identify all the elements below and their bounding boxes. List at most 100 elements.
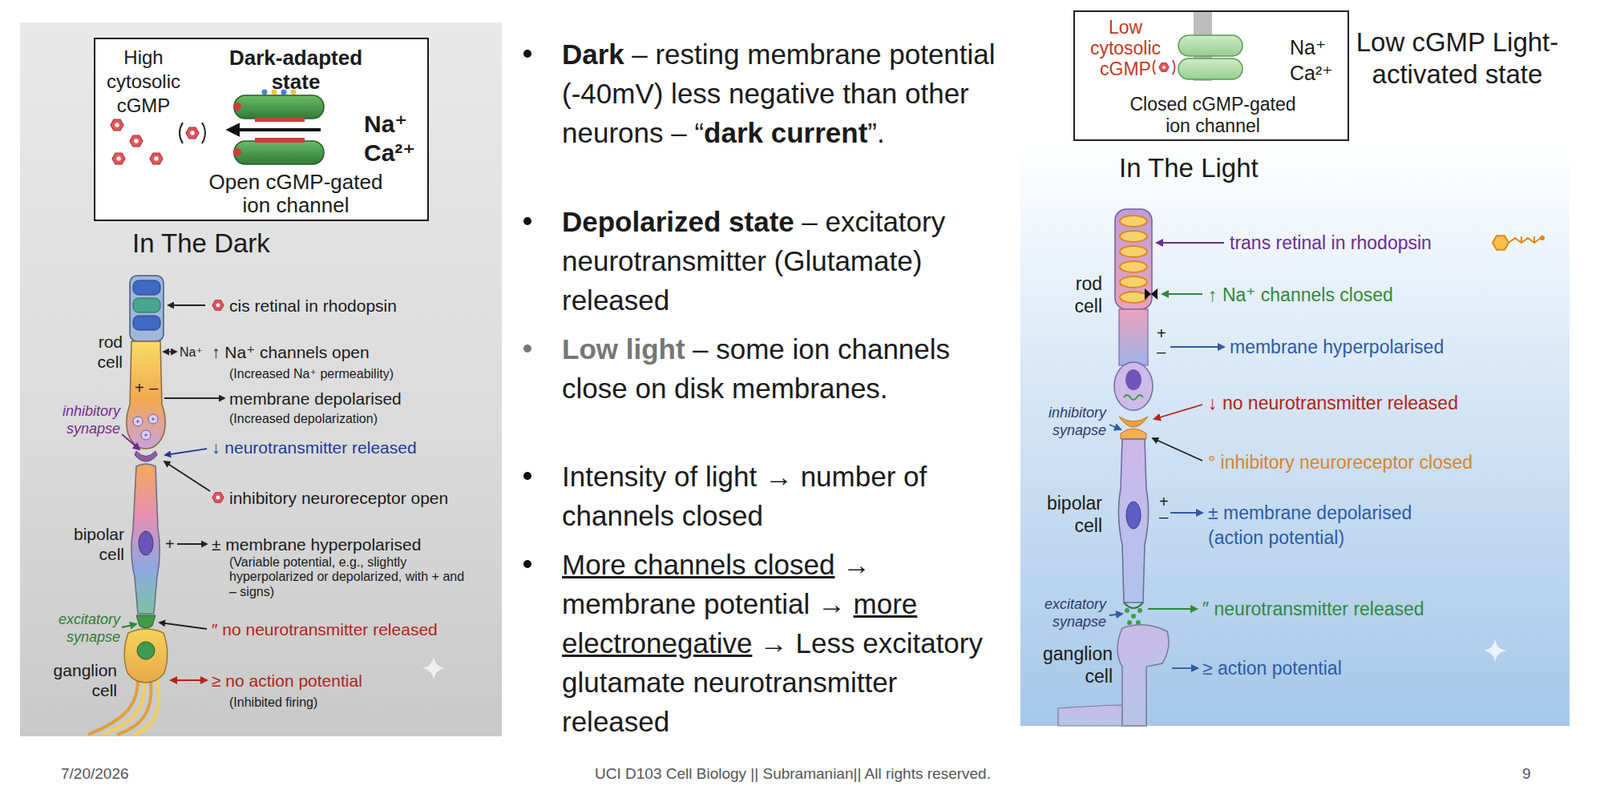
bullet-dot: [523, 472, 532, 481]
synapse-label: inhibitory synapse: [1030, 404, 1107, 440]
rod-cell: [1125, 369, 1142, 391]
cgmp-icon: [110, 119, 206, 165]
sparkle-mark: [422, 657, 445, 680]
open-ion-channel: [233, 102, 242, 111]
leader-lines: [1156, 242, 1225, 244]
cgmp-icon: [112, 153, 126, 165]
ion-label: Ca²⁺: [1289, 61, 1333, 85]
excitatory-synapse: [1124, 608, 1130, 614]
bullet-item: More channels closed→ membrane potential…: [561, 545, 1007, 742]
excitatory-synapse: [1137, 608, 1143, 614]
retinal-molecule: [1539, 235, 1545, 241]
annotation-label: ↓ neurotransmitter released: [211, 437, 417, 458]
box-ground: [93, 37, 429, 222]
rod-cell: [133, 416, 143, 427]
excitatory-synapse: [136, 615, 156, 629]
closed-ion-channel: [1178, 58, 1243, 80]
note-text: (Inhibited firing): [229, 694, 318, 711]
cgmp-icon: [149, 153, 163, 165]
ganglion-cell: [1058, 625, 1169, 727]
annotation-label: trans retinal in rhodopsin: [1229, 231, 1432, 255]
annotation-label: ″ no neurotransmitter released: [211, 619, 438, 640]
rod-cell: [133, 315, 161, 331]
cgmp-icon: [129, 135, 143, 147]
bullet-item: Depolarized state– excitatory neurotrans…: [561, 202, 1007, 320]
leader-lines: [163, 351, 177, 353]
footer-text: 9: [1522, 764, 1532, 784]
excitatory-synapse: [1131, 614, 1136, 619]
cell-label: ganglion cell: [40, 660, 118, 701]
annotation-label: ″ neurotransmitter released: [1202, 597, 1425, 621]
leader-lines: [1109, 424, 1121, 430]
annotation-label: ± membrane depolarised (action potential…: [1208, 501, 1441, 551]
ion-label: Na⁺: [179, 344, 203, 360]
ganglion-cell: [133, 678, 159, 736]
rod-cell: [129, 275, 164, 342]
sign-symbol: –: [1156, 342, 1166, 362]
channel-state-box: High cytosolic cGMP Dark-adapted stateNa⁺…: [93, 37, 429, 222]
cgmp-icon: [185, 127, 199, 139]
leader-lines: [1171, 667, 1198, 670]
rod-cell: [1119, 261, 1148, 273]
annotation-label: ≥ no action potential: [211, 670, 363, 691]
bullet-dot: [523, 344, 532, 353]
bullet-text: Depolarized state: [561, 206, 795, 238]
bipolar-cell: [138, 531, 154, 556]
box-heading: Dark-adapted state: [203, 45, 388, 94]
leader-lines: [121, 624, 137, 628]
note-text: (Increased Na⁺ permeability): [229, 366, 394, 382]
leader-lines: [121, 434, 140, 450]
excitatory-synapse: [1123, 602, 1144, 626]
dark-panel: In The DarkHigh cytosolic cGMPDark-adapt…: [20, 22, 502, 737]
synapse-label: inhibitory synapse: [44, 402, 121, 438]
retinal-molecule: [1492, 235, 1545, 251]
light-panel: In The Light: [1020, 142, 1570, 727]
receptor-icon: [212, 492, 224, 503]
inhibitory-synapse: [1119, 416, 1148, 428]
cgmp-icon: [1172, 60, 1176, 75]
box-ground: [1073, 10, 1350, 142]
bullet-dot: [523, 560, 532, 569]
box-text: High cytosolic cGMP: [99, 45, 188, 118]
open-ion-channel: [233, 148, 242, 157]
leader-lines: [165, 448, 207, 456]
bipolar-cell: [1118, 439, 1148, 603]
rod-cell: [136, 420, 139, 423]
rod-cell: [1119, 215, 1148, 227]
leader-lines: [1162, 293, 1203, 295]
inhibitory-synapse: [134, 451, 158, 462]
open-ion-channel: [228, 89, 324, 166]
cell-label: bipolar cell: [1031, 492, 1103, 538]
cell-label: rod cell: [72, 331, 123, 372]
rod-cell: [144, 433, 147, 437]
leader-lines: [1170, 346, 1225, 348]
box-caption: Open cGMP-gated ion channel: [203, 170, 388, 218]
bullet-dot: [523, 217, 532, 226]
ion-label: Na⁺: [363, 109, 408, 139]
bullet-text: dark current: [703, 117, 868, 149]
sign-symbol: +: [1156, 323, 1167, 344]
rod-cell: [1119, 276, 1148, 288]
cgmp-icon: [179, 122, 183, 144]
ganglion-cell: [124, 629, 168, 683]
annotation-label: ± membrane hyperpolarised: [211, 534, 421, 555]
cgmp-icon: [1159, 63, 1170, 73]
sign-symbol: +: [165, 534, 175, 554]
cgmp-icon: [1153, 60, 1176, 75]
cgmp-icon: [1153, 60, 1156, 75]
rod-cell: [148, 414, 158, 425]
annotation-label: cis retinal in rhodopsin: [229, 295, 397, 316]
rod-cell: [1114, 209, 1158, 411]
ion-label: Na⁺: [1289, 36, 1326, 59]
ganglion-cell: [1058, 705, 1123, 727]
bullet-text: ”.: [867, 117, 885, 149]
annotation-label: ≥ action potential: [1202, 657, 1342, 680]
annotation-label: ↑ Na⁺ channels open: [211, 342, 370, 363]
rod-cell: [1119, 309, 1148, 366]
cell-label: bipolar cell: [58, 524, 125, 565]
bullet-item: Dark– resting membrane potential (-40mV)…: [561, 34, 1007, 153]
open-ion-channel: [234, 141, 324, 165]
footer-text: 7/20/2026: [60, 764, 130, 784]
bullet-text: Intensity of light → number of channels …: [561, 460, 927, 532]
